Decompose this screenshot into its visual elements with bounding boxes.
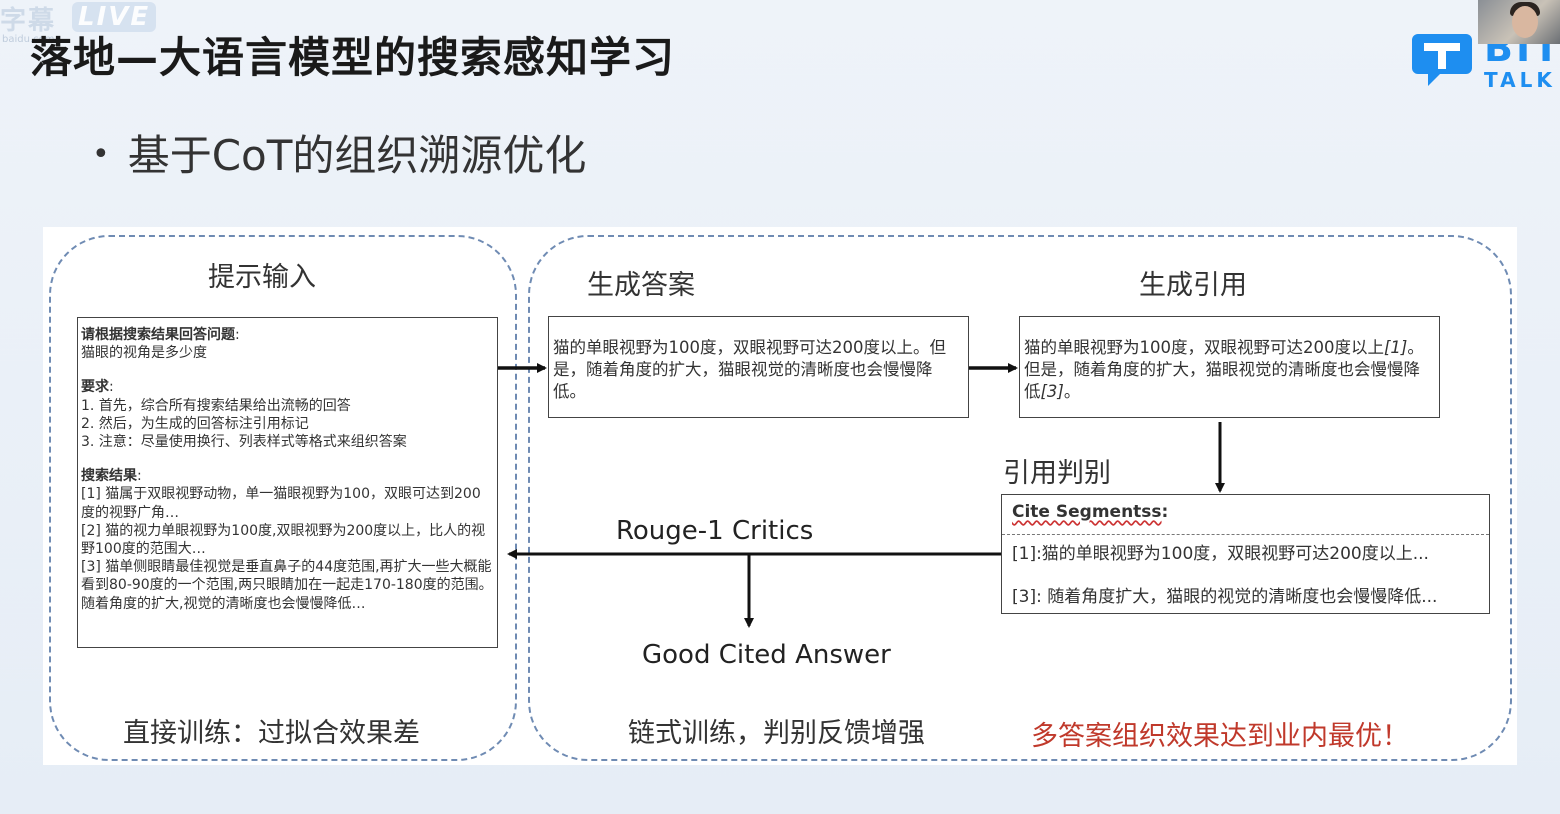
prompt-question-heading: 请根据搜索结果回答问题: [81, 327, 240, 343]
section-label-generate-citation: 生成引用 [1139, 270, 1247, 301]
section-label-prompt-input: 提示输入 [208, 262, 316, 293]
section-label-generate-answer: 生成答案 [587, 270, 695, 301]
cite-segments-box: Cite Segmentss: [1]:猫的单眼视野为100度，双眼视野可达20… [1001, 494, 1490, 614]
footer-best-result: 多答案组织效果达到业内最优！ [1031, 721, 1409, 752]
watermark-url: baidu.com [2, 34, 55, 45]
bullet-dot-icon: • [92, 137, 110, 172]
slide-title: 落地—大语言模型的搜索感知学习 [30, 33, 676, 82]
live-watermark: 字幕 LIVE baidu.com [0, 0, 157, 45]
prompt-requirement-item: 2. 然后，为生成的回答标注引用标记 [81, 415, 309, 432]
prompt-input-box: 请根据搜索结果回答问题: 猫眼的视角是多少度 要求: 1. 首先，综合所有搜索结… [77, 317, 498, 648]
citation-text-part: 猫的单眼视野为100度，双眼视野可达200度以上 [1024, 338, 1384, 357]
logo-talk-text: TALK [1484, 68, 1556, 92]
citation-text-part: 。 [1063, 382, 1081, 401]
chain-training-region [528, 235, 1512, 761]
generated-citation-box: 猫的单眼视野为100度，双眼视野可达200度以上[1]。但是，随着角度的扩大，猫… [1019, 316, 1440, 418]
rouge-critics-label: Rouge-1 Critics [616, 516, 814, 546]
direct-training-region [49, 235, 517, 761]
prompt-requirements-heading: 要求: [81, 379, 114, 396]
prompt-search-result: [3] 猫单侧眼睛最佳视觉是垂直鼻子的44度范围,再扩大一些大概能看到80-90… [81, 559, 493, 612]
prompt-requirement-item: 3. 注意：尽量使用换行、列表样式等格式来组织答案 [81, 434, 407, 451]
cite-segment-line: [1]:猫的单眼视野为100度，双眼视野可达200度以上... [1012, 544, 1429, 564]
diagram-panel: 提示输入 生成答案 生成引用 引用判别 请根据搜索结果回答问题: 猫眼的视角是多… [43, 227, 1517, 765]
watermark-live-badge: LIVE [72, 2, 157, 32]
citation-text-part: 。但是，随着角度的扩大，猫眼视觉的清晰度也会慢慢降低 [1024, 338, 1424, 401]
flow-arrows [498, 363, 1225, 628]
citation-ref-mark: [3] [1040, 382, 1064, 401]
prompt-search-result: [2] 猫的视力单眼视野为100度,双眼视野为200度以上，比人的视野100度的… [81, 522, 486, 558]
presenter-webcam [1478, 0, 1560, 44]
prompt-results-heading: 搜索结果: [81, 468, 142, 485]
generated-answer-box: 猫的单眼视野为100度，双眼视野可达200度以上。但是，随着角度的扩大，猫眼视觉… [548, 316, 969, 418]
prompt-requirement-item: 1. 首先，综合所有搜索结果给出流畅的回答 [81, 397, 351, 414]
generated-answer-text: 猫的单眼视野为100度，双眼视野可达200度以上。但是，随着角度的扩大，猫眼视觉… [553, 338, 946, 401]
section-label-citation-judgement: 引用判别 [1003, 458, 1111, 489]
footer-chain-training: 链式训练，判别反馈增强 [628, 718, 925, 749]
cite-segment-line: [3]: 随着角度扩大，猫眼的视觉的清晰度也会慢慢降低... [1012, 587, 1438, 607]
footer-direct-training: 直接训练：过拟合效果差 [123, 718, 420, 749]
prompt-question-text: 猫眼的视角是多少度 [81, 345, 207, 362]
cite-segments-title: Cite Segmentss: [1002, 495, 1489, 535]
prompt-search-result: [1] 猫属于双眼视野动物，单一猫眼视野为100，双眼可达到200度的视野广角… [81, 486, 481, 521]
speech-bubble-logo-icon [1412, 34, 1472, 86]
good-cited-answer-label: Good Cited Answer [642, 640, 891, 670]
watermark-brand: 字幕 [0, 6, 57, 36]
bullet-text: 基于CoT的组织溯源优化 [127, 131, 587, 180]
bullet-point: • 基于CoT的组织溯源优化 [92, 122, 586, 183]
citation-ref-mark: [1] [1384, 338, 1408, 357]
